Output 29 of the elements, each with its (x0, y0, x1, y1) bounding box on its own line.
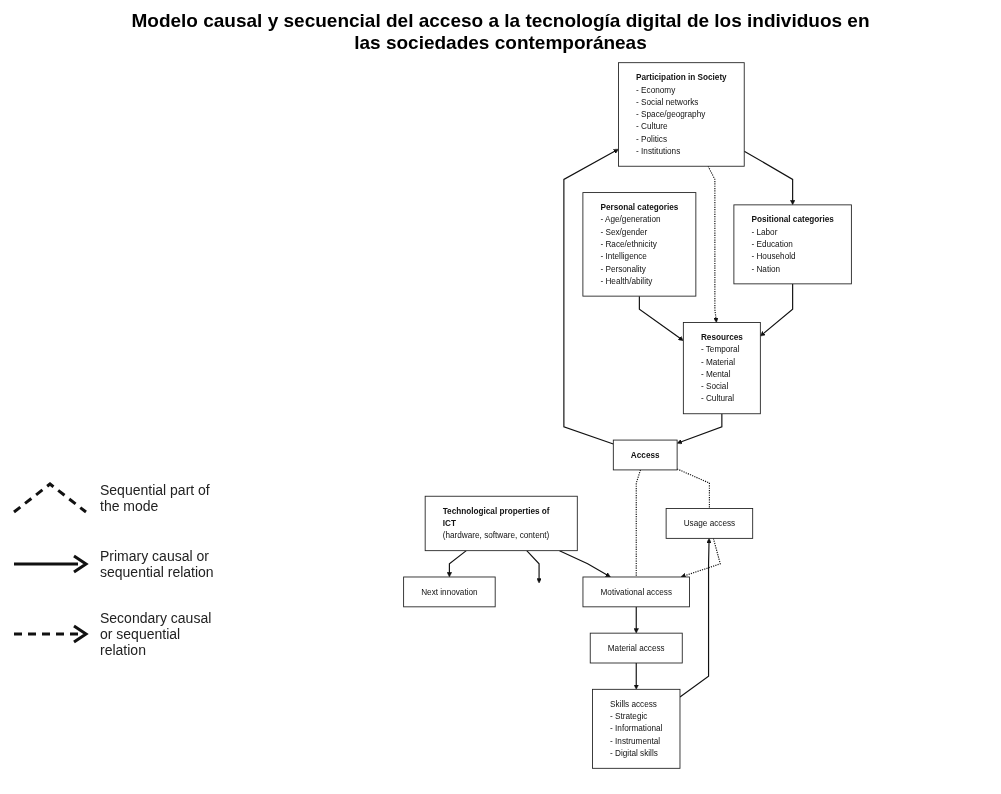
legend-text: Secondary causal or sequential relation (100, 610, 213, 658)
node-box: Personal categories - Age/generation - Sex/gender - Race/ethnicity - Intelligence - Personality - Health/ability (582, 192, 697, 297)
arrow (760, 283, 794, 337)
arrow (638, 295, 684, 341)
node-box: Participation in Society - Economy - Social networks - Space/geography - Culture - Politics - Institutions (618, 62, 745, 167)
diagram-title: Modelo causal y secuencial del acceso a la tecnología digital de los individuos en las sociedades contemporáneas (130, 10, 871, 54)
arrow (526, 550, 542, 584)
arrow (558, 550, 611, 578)
node-box: Technological properties of ICT (hardware, software, content) (424, 495, 578, 552)
arrow (676, 413, 723, 445)
node-box: Resources - Temporal - Material - Mental - Social - Cultural (682, 322, 761, 415)
node-box: Access (612, 439, 678, 471)
arrow (680, 537, 721, 578)
arrow (633, 662, 639, 690)
arrow (707, 165, 719, 323)
arrow (743, 150, 796, 206)
legend-text: Sequential part of the mode (100, 482, 211, 514)
node-box: Usage access (665, 508, 754, 539)
node-box: Motivational access (582, 576, 690, 608)
arrow (633, 606, 639, 634)
node-box: Next innovation (403, 576, 496, 608)
arrow (679, 538, 712, 698)
node-box: Skills access - Strategic - Informational - Instrumental - Digital skills (592, 688, 681, 769)
connector (635, 469, 642, 578)
arrow (563, 148, 619, 445)
arrow (446, 550, 467, 578)
legend-text: Primary causal or sequential relation (100, 548, 215, 580)
node-box: Material access (589, 632, 683, 664)
node-box: Positional categories - Labor - Education - Household - Nation (733, 204, 852, 285)
